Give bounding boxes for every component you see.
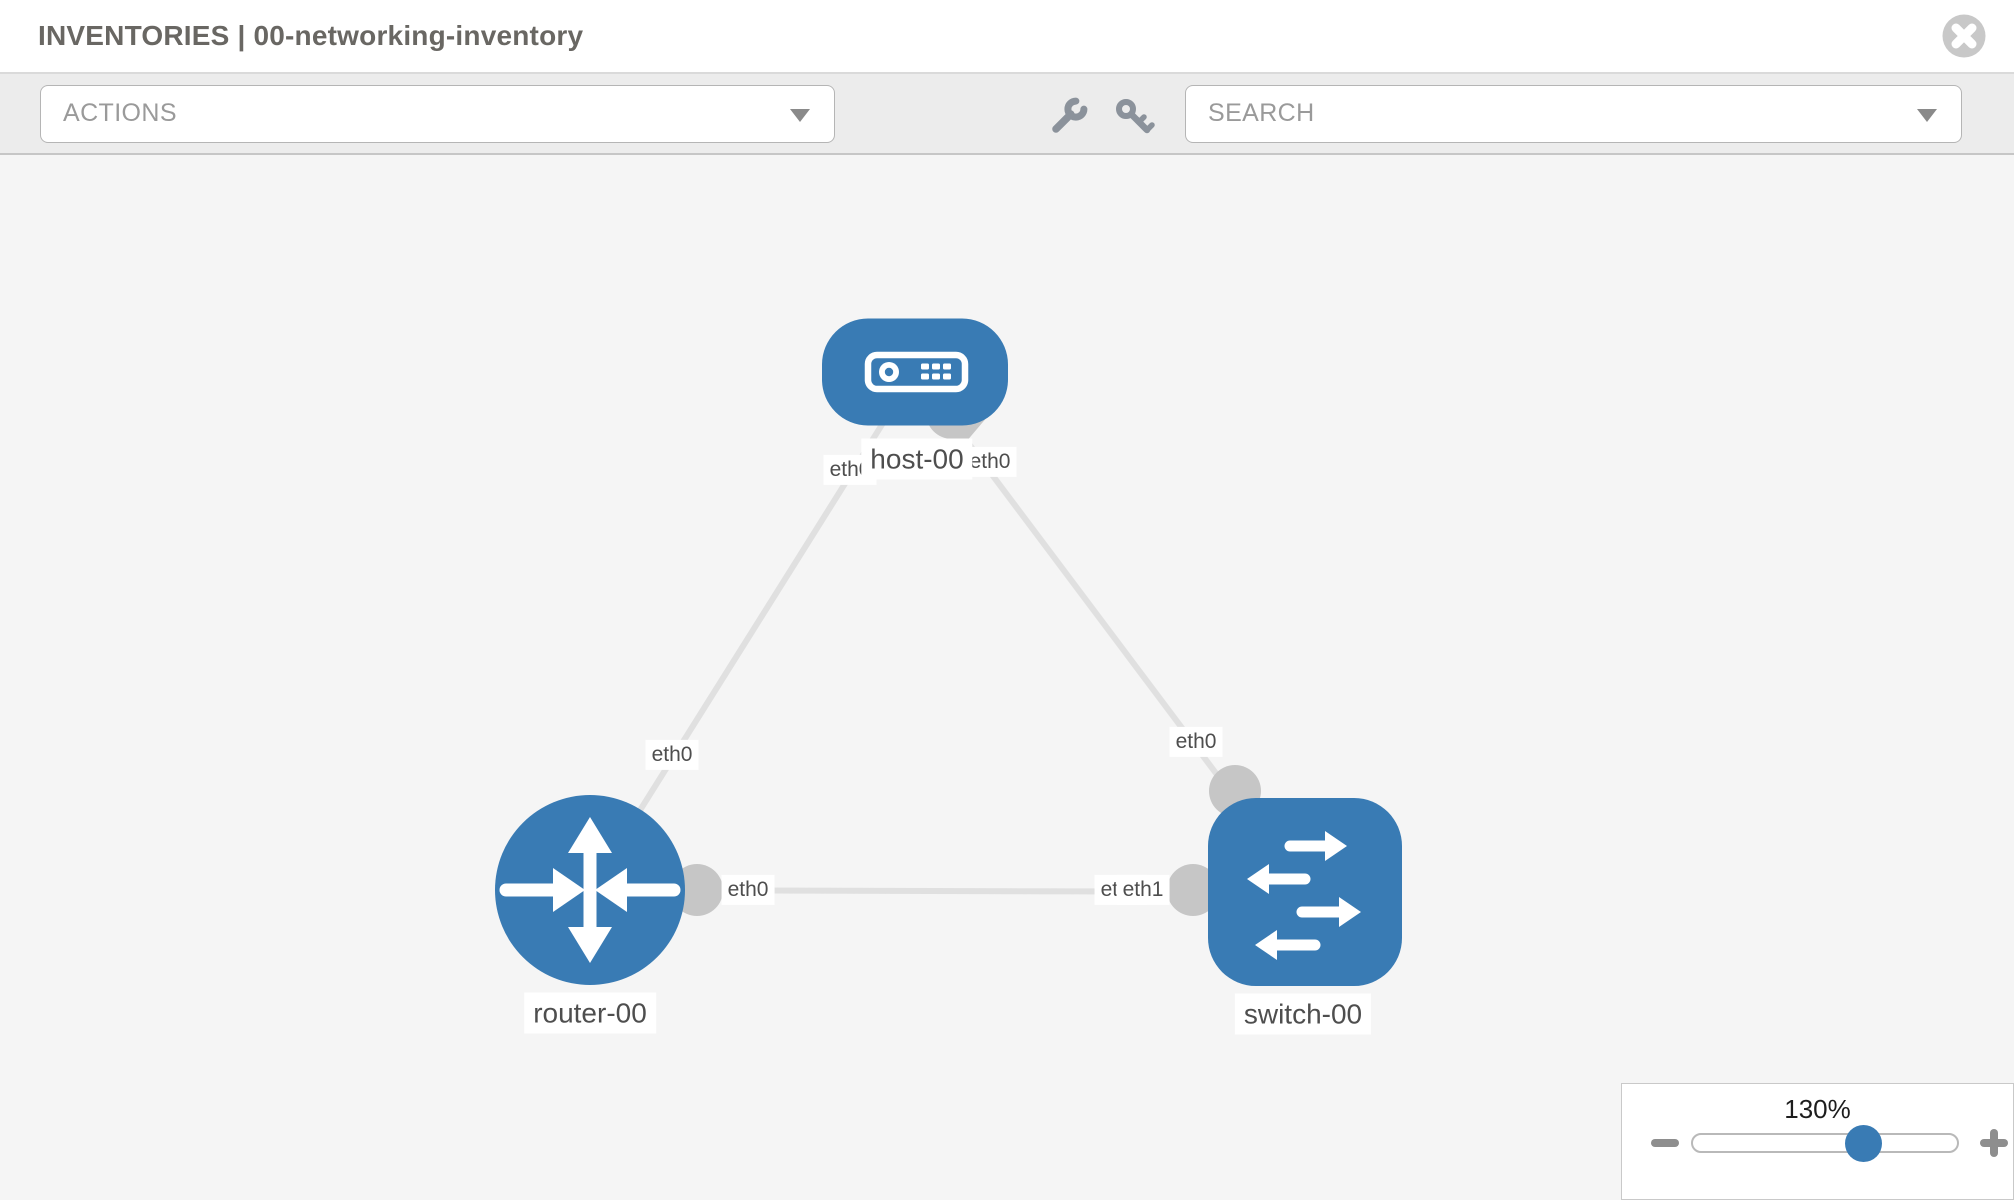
credentials-button[interactable] (1112, 94, 1158, 140)
switch-icon (1247, 831, 1361, 960)
actions-dropdown-label: ACTIONS (63, 99, 177, 127)
chevron-down-icon (1917, 109, 1937, 122)
zoom-panel: 130% (1621, 1083, 2014, 1200)
header: INVENTORIES | 00-networking-inventory (0, 0, 2014, 72)
wrench-icon (1052, 97, 1088, 133)
page-title: INVENTORIES | 00-networking-inventory (38, 20, 584, 51)
zoom-out-button[interactable] (1651, 1139, 1679, 1147)
zoom-slider-knob[interactable] (1845, 1125, 1882, 1162)
chevron-down-icon (790, 109, 810, 122)
tools-button[interactable] (1045, 94, 1091, 140)
zoom-level-value: 130% (1784, 1094, 1851, 1124)
zoom-slider-track[interactable] (1691, 1133, 1959, 1153)
node-router-00[interactable] (495, 795, 685, 985)
toolbar: ACTIONS SEARCH (0, 72, 2014, 155)
close-icon (1942, 14, 1986, 58)
key-icon (1116, 99, 1155, 134)
host-icon (864, 351, 969, 393)
zoom-in-button[interactable] (1980, 1129, 2008, 1157)
topology-canvas[interactable] (0, 155, 2014, 1200)
close-button[interactable] (1941, 13, 1987, 59)
search-dropdown[interactable]: SEARCH (1185, 85, 1962, 143)
router-icon (499, 817, 681, 963)
search-dropdown-label: SEARCH (1208, 99, 1315, 127)
actions-dropdown[interactable]: ACTIONS (40, 85, 835, 143)
node-switch-00[interactable] (1208, 798, 1402, 986)
node-host-00[interactable] (822, 318, 1008, 426)
interface-port (1167, 864, 1219, 916)
